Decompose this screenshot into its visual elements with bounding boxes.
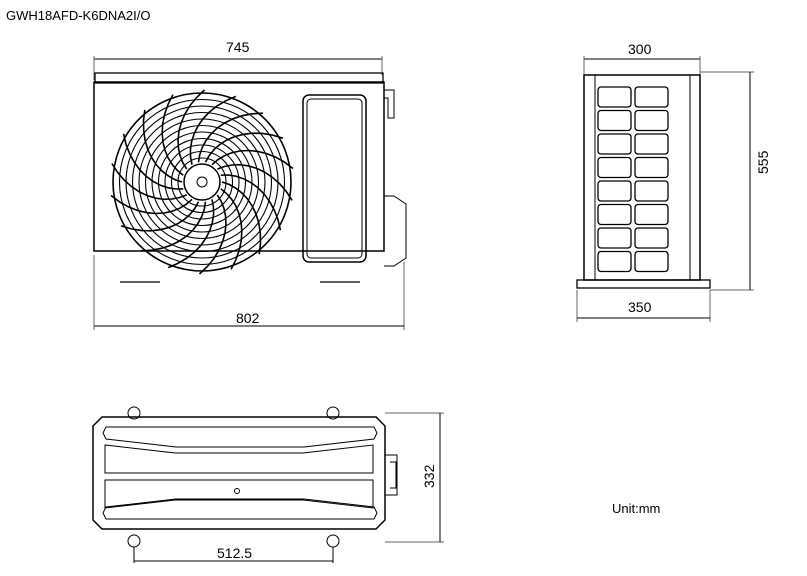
fan-blade-rib <box>161 94 184 176</box>
fan-ring <box>151 131 253 233</box>
dim-512-5-label: 512.5 <box>217 545 253 561</box>
fan-blade-rib <box>198 194 227 275</box>
vent-cell <box>597 86 632 108</box>
fan-ring <box>131 111 273 253</box>
unit-label: Unit:mm <box>612 501 661 516</box>
fan-blade-rib <box>167 199 215 269</box>
dim-802-label: 802 <box>236 310 260 326</box>
fan-blade-rib <box>220 174 282 231</box>
fan-blade-rib <box>111 163 187 201</box>
fan-blade-rib <box>177 89 206 170</box>
fan-ring <box>177 157 227 207</box>
vent-cell <box>634 86 669 108</box>
top-casing <box>92 416 386 530</box>
side-vents <box>597 86 669 273</box>
vent-cell <box>634 133 669 155</box>
dim-555-label: 555 <box>755 150 771 174</box>
fan-blade-rib <box>197 112 264 163</box>
base-plate <box>576 279 711 289</box>
top-view <box>92 406 444 563</box>
fan-blade-rib <box>122 133 184 190</box>
dim-350-label: 350 <box>628 299 652 315</box>
vent-cell <box>634 227 669 249</box>
vent-cell <box>634 156 669 179</box>
fan-hub <box>183 163 221 201</box>
fan-blade-rib <box>189 95 237 165</box>
fan-blade-rib <box>220 188 243 270</box>
fan-blade-rib <box>110 194 193 215</box>
vent-cell <box>597 227 632 249</box>
vent-cell <box>634 109 669 132</box>
fan-ring <box>157 137 247 227</box>
side-view <box>576 56 754 322</box>
dim-745-label: 745 <box>226 39 250 55</box>
vent-cell <box>634 250 669 273</box>
fan-ring <box>118 98 286 266</box>
front-view <box>93 56 407 330</box>
fan-blade-rib <box>120 201 200 232</box>
vent-cell <box>597 180 632 202</box>
fan-guard <box>110 89 294 275</box>
dim-332-label: 332 <box>421 464 437 488</box>
logo-icon <box>196 176 208 188</box>
fan-blade-rib <box>140 201 207 252</box>
fan-blade-rib <box>204 132 284 163</box>
side-panel <box>302 94 367 263</box>
vent-cell <box>634 180 669 202</box>
fan-ring <box>144 124 260 240</box>
dim-300-label: 300 <box>628 41 652 57</box>
fan-ring <box>164 144 240 220</box>
vent-cell <box>634 203 669 226</box>
vent-cell <box>597 250 632 273</box>
vent-cell <box>597 109 632 132</box>
vent-cell <box>597 133 632 155</box>
fan-blade-rib <box>142 109 183 183</box>
model-title: GWH18AFD-K6DNA2I/O <box>6 8 151 23</box>
fan-blade-rib <box>217 163 293 201</box>
vent-cell <box>597 156 632 179</box>
fan-ring <box>170 150 234 214</box>
fan-blade-rib <box>211 149 294 170</box>
vent-cell <box>597 203 632 226</box>
fan-blade-rib <box>221 181 262 255</box>
